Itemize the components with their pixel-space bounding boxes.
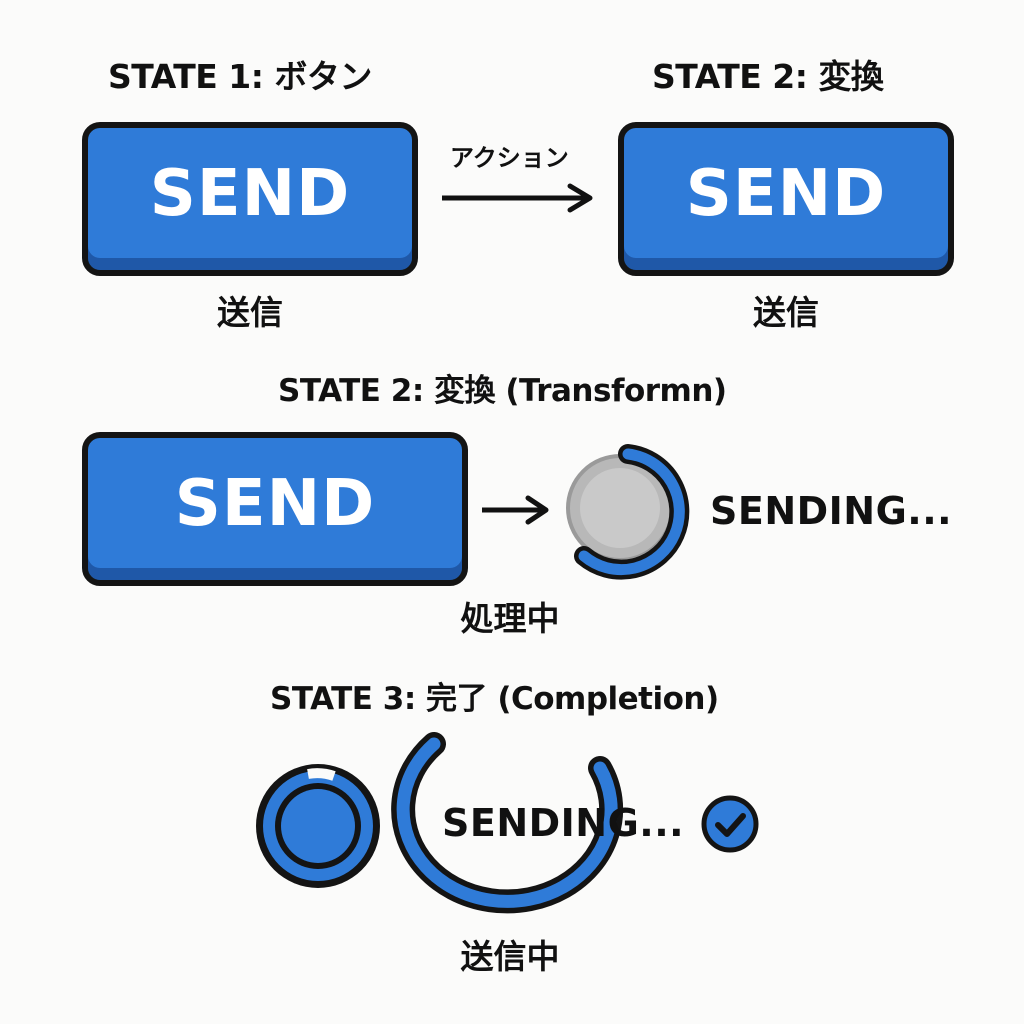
action-arrow-icon — [442, 183, 593, 213]
state2-send-button[interactable]: SEND — [618, 122, 954, 276]
state2-caption: 送信 — [753, 293, 819, 332]
state3-heading: STATE 3: 完了 (Completion) — [270, 681, 719, 717]
state2-detail-heading: STATE 2: 変換 (Transformn) — [278, 373, 727, 409]
state3-sending-text: SENDING... — [442, 801, 685, 845]
loading-spinner-icon — [566, 444, 690, 580]
check-circle-icon — [701, 795, 759, 853]
state2-heading: STATE 2: 変換 — [652, 57, 884, 96]
large-spinner-arc-icon — [391, 732, 624, 914]
transform-arrow-icon — [482, 495, 549, 525]
state1-send-button[interactable]: SEND — [82, 122, 418, 276]
state2-detail-caption: 処理中 — [460, 599, 560, 638]
completion-circle-icon — [256, 764, 380, 888]
state1-send-label: SEND — [149, 157, 351, 231]
state3-caption: 送信中 — [460, 937, 560, 976]
state1-caption: 送信 — [217, 293, 283, 332]
state2-sending-text: SENDING... — [710, 489, 953, 533]
action-label: アクション — [450, 144, 569, 172]
state2-detail-send-button[interactable]: SEND — [82, 432, 468, 586]
state1-heading: STATE 1: ボタン — [108, 57, 372, 96]
state2-send-label: SEND — [685, 157, 887, 231]
state2-detail-send-label: SEND — [174, 467, 376, 541]
